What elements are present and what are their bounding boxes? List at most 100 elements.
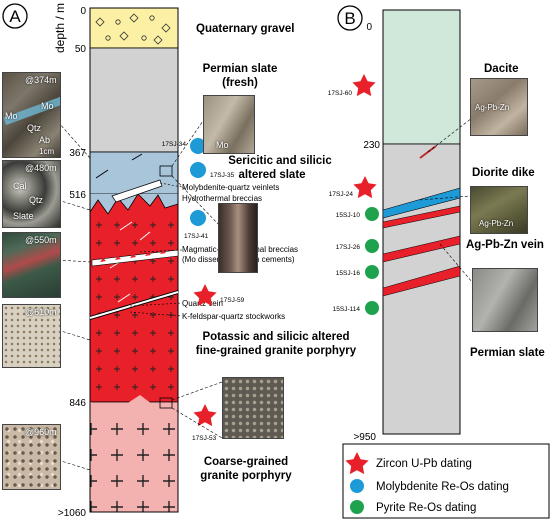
unit-potassic-1: Potassic and silicic altered	[202, 331, 349, 343]
unit-coarse-1: Coarse-grained	[204, 456, 288, 468]
depth-846: 846	[69, 398, 86, 409]
unit-potassic-2: fine-grained granite porphyry	[196, 345, 357, 357]
panel-b-label-circle	[337, 5, 363, 31]
photo-374-label: @374m	[25, 75, 57, 85]
unit-permian-1: Permian slate	[203, 63, 278, 75]
photo-leaders	[57, 117, 223, 471]
sericitic-slate-jagged	[90, 194, 178, 214]
breccia-fragments	[100, 250, 166, 262]
pyrite-marker-26	[365, 239, 379, 253]
legend-pyrite-dot	[350, 500, 364, 514]
sample-15sj-16: 15SJ-16	[336, 270, 361, 277]
sample-17sj-24: 17SJ-24	[329, 191, 354, 198]
zircon-marker-59	[193, 284, 217, 307]
depth-b-230: 230	[363, 140, 380, 151]
depth-b-0: 0	[366, 22, 372, 33]
sample-17sj-60: 17SJ-60	[328, 90, 353, 97]
dacite-layer	[382, 9, 461, 145]
zircon-marker-53	[193, 404, 217, 427]
legend-molybdenite: Molybdenite Re-Os dating	[376, 481, 509, 493]
molybdenite-marker-41	[190, 210, 206, 226]
photo-960m: @960m	[2, 424, 61, 490]
potassic-plus-pattern	[90, 214, 178, 402]
pyrite-marker-114	[365, 301, 379, 315]
inset-box-2	[159, 397, 173, 409]
unit-dacite: Dacite	[484, 63, 519, 75]
panel-b: B 0 230 >950 Dacite Diorite dike Ag-Pb-Z…	[328, 5, 550, 519]
photo-480m: @480m Cal Qtz Slate	[2, 160, 61, 228]
unit-permian-2: (fresh)	[222, 77, 258, 89]
panel-a: A depth / m	[2, 3, 357, 519]
sample-17sj-53: 17SJ-53	[192, 435, 217, 442]
permian-slate-fresh-layer	[89, 47, 179, 153]
annot-mo-veinlets: Molybdenite-quartz veinlets	[182, 183, 279, 192]
photo-374-qtz: Qtz	[27, 123, 42, 133]
depth-0: 0	[80, 6, 86, 17]
photo-374-mo: Mo	[5, 111, 18, 121]
coarse-plus-pattern	[90, 412, 178, 512]
photo-374-scale: 1cm	[39, 147, 55, 156]
photo-b-dike: Ag-Pb-Zn	[470, 186, 528, 234]
photo-b-dacite-label: Ag-Pb-Zn	[475, 103, 510, 112]
photo-610m: @610m	[2, 304, 61, 368]
b-photo-leaders	[419, 117, 473, 283]
coarse-granite-contact	[90, 395, 178, 410]
photo-b-dacite: Ag-Pb-Zn	[470, 78, 528, 136]
photo-inset-breccia	[218, 203, 258, 273]
legend-zircon: Zircon U-Pb dating	[376, 458, 472, 470]
depth-367: 367	[69, 148, 86, 159]
depth-axis-title: depth / m	[53, 3, 67, 53]
agpbzn-vein-1	[382, 205, 461, 229]
sample-17sj-35: 17SJ-35	[210, 172, 235, 179]
sample-15sj-114: 15SJ-114	[333, 306, 361, 313]
molybdenite-marker-34	[190, 138, 206, 154]
pyrite-marker-16	[365, 265, 379, 279]
unit-sericitic-2: altered slate	[238, 169, 305, 181]
annot-hydro-breccias: Hydrothermal breccias	[182, 194, 262, 203]
unit-agpbzn: Ag-Pb-Zn vein	[466, 239, 544, 251]
inset-box-1	[159, 165, 173, 177]
legend-box	[342, 443, 550, 519]
agpbzn-vein-3	[382, 265, 461, 297]
diorite-dike	[382, 187, 461, 219]
depth-b-bottom: >950	[353, 432, 376, 443]
depth-50: 50	[75, 44, 87, 55]
photo-480-qtz: Qtz	[29, 195, 44, 205]
photo-480-cal: Cal	[13, 181, 27, 191]
sample-17sj-59: 17SJ-59	[220, 297, 245, 304]
sample-15sj-10: 15SJ-10	[336, 212, 361, 219]
pyrite-marker-10	[365, 207, 379, 221]
unit-quaternary: Quaternary gravel	[196, 23, 294, 35]
unit-permian-b: Permian slate	[470, 347, 545, 359]
photo-550-label: @550m	[25, 235, 57, 245]
annotation-leaders	[129, 182, 183, 317]
photo-550m: @550m	[2, 232, 61, 298]
panel-a-label: A	[9, 7, 21, 26]
annot-kfeldspar: K-feldspar-quartz stockworks	[182, 312, 285, 321]
photo-b-vein	[472, 268, 538, 332]
photo-610-label: @610m	[25, 307, 57, 317]
zircon-marker-60	[352, 74, 376, 97]
molybdenite-marker-35	[190, 162, 206, 178]
photo-374-ab: Ab	[39, 135, 51, 145]
unit-diorite: Diorite dike	[472, 167, 535, 179]
panel-a-label-circle	[2, 3, 28, 29]
column-a-outline	[89, 7, 179, 513]
panel-b-label: B	[344, 9, 355, 28]
legend-pyrite: Pyrite Re-Os dating	[376, 502, 476, 514]
gravel-symbols	[95, 13, 171, 45]
structural-symbols	[89, 153, 179, 320]
depth-516: 516	[69, 190, 86, 201]
unit-coarse-2: granite porphyry	[200, 470, 292, 482]
legend-zircon-star	[345, 452, 369, 475]
photo-inset-granite	[222, 377, 284, 439]
photo-inset-mo: Mo	[203, 95, 255, 154]
photo-inset-mo-label: Mo	[216, 140, 229, 150]
photo-374m: @374m Mo Mo Qtz Ab 1cm	[2, 72, 61, 158]
photo-480-slate: Slate	[13, 211, 34, 221]
photo-480-label: @480m	[25, 163, 57, 173]
sample-17sj-26: 17SJ-26	[336, 244, 361, 251]
sample-17sj-41: 17SJ-41	[184, 233, 209, 240]
depth-bottom: >1060	[58, 508, 87, 519]
